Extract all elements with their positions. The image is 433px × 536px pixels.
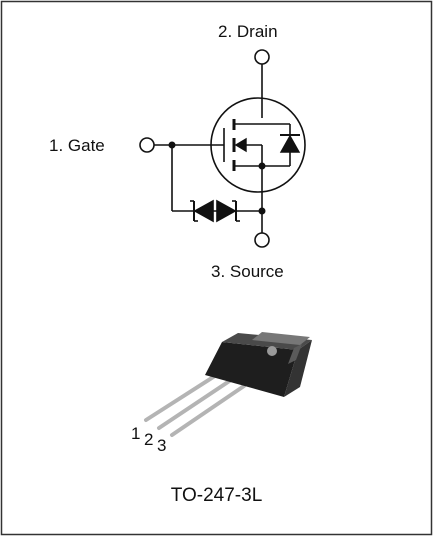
zener-diode-right-icon xyxy=(216,199,237,223)
body-diode-icon xyxy=(279,134,301,153)
package-side-face xyxy=(284,340,312,397)
drain-label: 2. Drain xyxy=(218,22,278,41)
pin-number-3: 3 xyxy=(157,436,167,455)
pin-number-1: 1 xyxy=(131,424,141,443)
protection-junction-dot xyxy=(258,207,266,215)
lead-1 xyxy=(144,372,220,422)
package-leads xyxy=(144,372,246,437)
zener-diodes xyxy=(186,199,244,223)
mounting-hole xyxy=(267,346,277,356)
schematic-solid-marks xyxy=(168,134,301,215)
package-tab xyxy=(252,332,310,345)
body-arrow-icon xyxy=(234,137,247,153)
package-body xyxy=(205,342,298,397)
package-name: TO-247-3L xyxy=(170,485,263,506)
drain-terminal xyxy=(254,49,270,65)
gate-terminal xyxy=(139,137,155,153)
zener-diode-left-icon xyxy=(193,199,214,223)
source-junction-dot xyxy=(258,162,266,170)
source-label: 3. Source xyxy=(211,262,284,281)
tab-notch xyxy=(288,344,302,364)
lead-2 xyxy=(157,378,233,430)
gate-junction-dot xyxy=(168,141,176,149)
lead-3 xyxy=(170,384,246,437)
pin-number-2: 2 xyxy=(144,430,154,449)
package-drawing xyxy=(144,332,312,437)
source-terminal xyxy=(254,232,270,248)
gate-label: 1. Gate xyxy=(49,136,105,155)
